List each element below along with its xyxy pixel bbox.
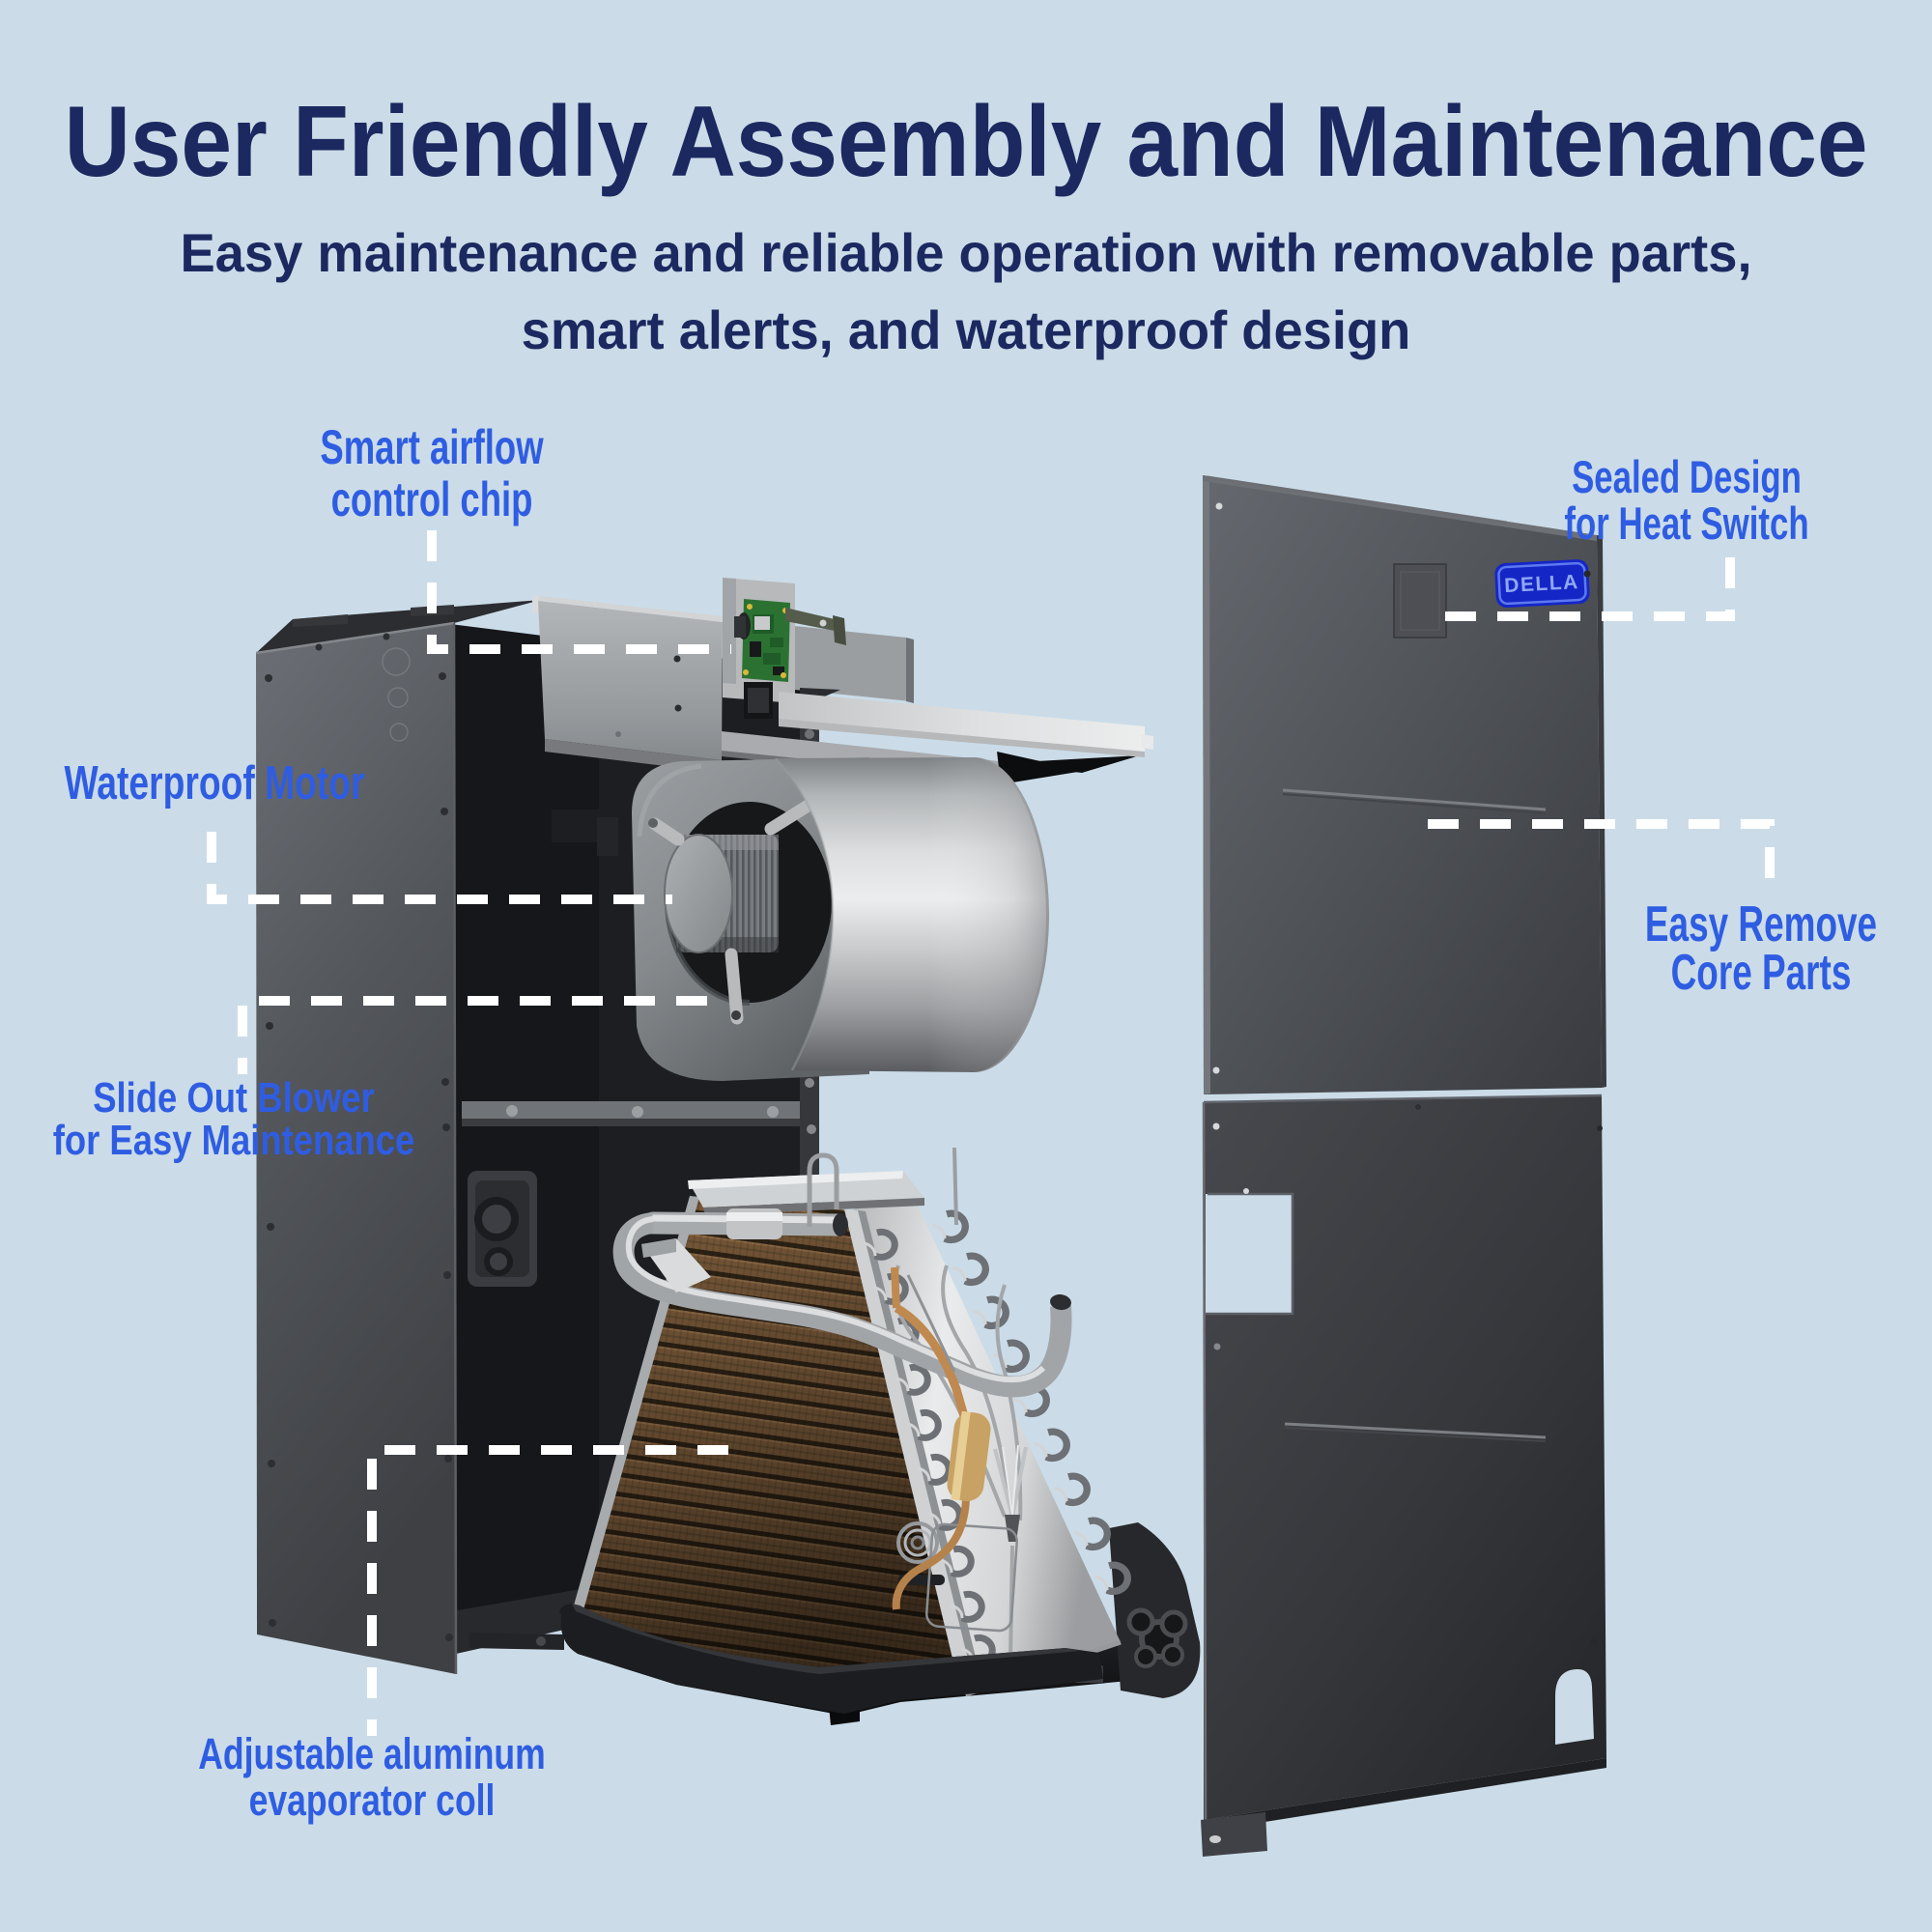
svg-text:DELLA: DELLA [1504, 571, 1580, 597]
